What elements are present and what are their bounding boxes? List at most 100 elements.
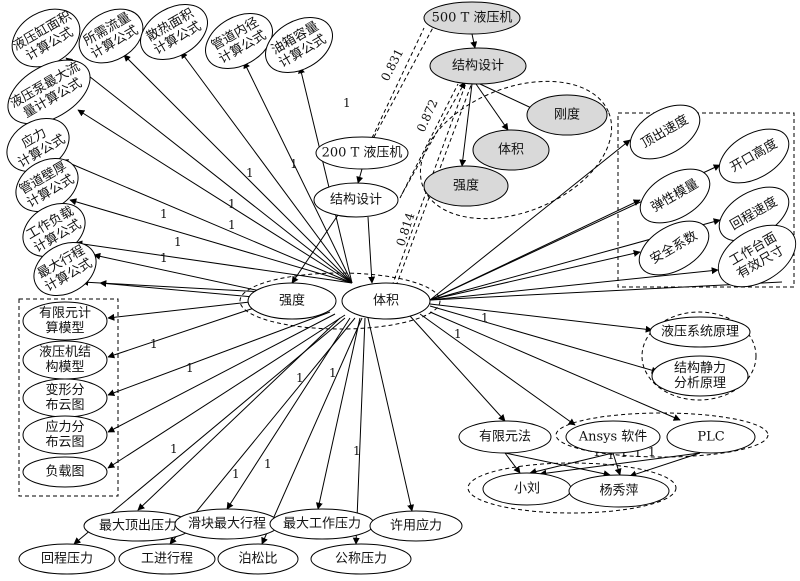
- edge-line: [419, 313, 576, 426]
- group-ellipse-500t: [419, 80, 613, 220]
- edge-weight-1: 1: [454, 327, 462, 341]
- node-hkzd[interactable]: 滑块最大行程: [174, 508, 280, 540]
- node-hcyl[interactable]: 回程压力: [18, 543, 116, 575]
- node-ellipse: [472, 129, 550, 171]
- node-ellipse: [638, 220, 710, 276]
- edge-line: [65, 57, 353, 284]
- edge-line: [429, 267, 719, 301]
- edge-line: [367, 317, 415, 512]
- group-box-right: [617, 112, 795, 288]
- edge-line: [429, 199, 641, 301]
- node-ellipse: [7, 59, 91, 125]
- node-label: 最大工作压力: [283, 517, 361, 532]
- node-ellipse: [205, 13, 273, 69]
- node-gd[interactable]: 刚度: [526, 94, 608, 136]
- node-label: 公称压力: [335, 552, 387, 567]
- edge-weight-1: 1: [343, 96, 351, 110]
- node-jgsj1[interactable]: 结构设计: [313, 182, 399, 218]
- edge-line: [629, 452, 701, 478]
- node-xl[interactable]: 小刘: [482, 472, 572, 506]
- edge-line: [243, 61, 353, 284]
- node-xyyl[interactable]: 许用应力: [369, 510, 463, 542]
- node-label: Ansys 软件: [578, 430, 648, 445]
- edge-weight-1: 1: [607, 448, 615, 462]
- edge-weight-1: 1: [481, 311, 489, 325]
- node-label: 体积: [373, 294, 399, 309]
- node-label: 刚度: [554, 107, 580, 123]
- node-200t[interactable]: 200 T 液压机: [315, 136, 409, 170]
- edge-line: [107, 311, 331, 397]
- edge-weight-1: 1: [160, 251, 168, 265]
- node-yyxt[interactable]: 液压系统原理: [649, 316, 751, 348]
- edge-weight-0872: 0.872: [414, 97, 441, 134]
- edge-weight-0814: 0.814: [394, 211, 418, 248]
- node-ellipse: [140, 4, 208, 60]
- edge-line: [73, 317, 346, 545]
- node-ellipse: [649, 316, 751, 348]
- edge-line: [99, 280, 266, 299]
- node-label: 泊松比: [238, 552, 277, 567]
- node-ellipse: [565, 420, 661, 454]
- node-ellipse: [310, 543, 412, 575]
- edge-weight-1: 1: [648, 445, 656, 459]
- node-plc[interactable]: PLC: [666, 420, 756, 454]
- edge-weight-1: 1: [160, 207, 168, 221]
- node-zdgz[interactable]: 最大工作压力: [269, 508, 375, 540]
- node-jgsj2[interactable]: 结构设计: [429, 47, 527, 85]
- node-aqxs[interactable]: 安全系数: [630, 210, 718, 286]
- edge-line: [315, 317, 361, 510]
- node-label: 构模型: [45, 360, 84, 375]
- node-gjxc[interactable]: 工进行程: [118, 543, 216, 575]
- edge-line: [356, 168, 364, 184]
- node-qd[interactable]: 强度: [247, 282, 337, 320]
- node-label: 结构设计: [330, 193, 382, 208]
- node-ansys[interactable]: Ansys 软件: [565, 420, 661, 454]
- node-500t[interactable]: 500 T 液压机: [423, 1, 521, 35]
- node-dcsd[interactable]: 顶出速度: [621, 94, 709, 170]
- edge-line: [429, 311, 681, 421]
- edge-line: [429, 305, 659, 374]
- node-label: 布云图: [45, 398, 84, 413]
- node-ellipse: [568, 474, 670, 508]
- edge-line: [93, 252, 266, 293]
- edge-line: [429, 249, 641, 301]
- node-label: 最大顶出压力: [99, 519, 177, 534]
- edge-weight-1: 1: [228, 218, 236, 232]
- node-fzt[interactable]: 负载图: [22, 456, 108, 488]
- node-yxyf[interactable]: 有限元法: [458, 420, 552, 454]
- node-zddc[interactable]: 最大顶出压力: [83, 510, 193, 542]
- node-yxp[interactable]: 杨秀萍: [568, 474, 670, 508]
- node-kkgd[interactable]: 开口高度: [710, 118, 798, 194]
- node-ellipse: [423, 165, 509, 207]
- node-tj[interactable]: 体积: [341, 282, 431, 320]
- node-ellipse: [429, 47, 527, 85]
- node-psb[interactable]: 泊松比: [217, 543, 299, 575]
- node-label: 负载图: [45, 465, 84, 480]
- node-tj2[interactable]: 体积: [472, 129, 550, 171]
- edge-line: [539, 452, 701, 477]
- edge-weight-1: 1: [634, 446, 642, 460]
- node-txml[interactable]: 弹性模量: [631, 158, 719, 234]
- edge-line: [429, 303, 653, 333]
- node-gcyl[interactable]: 公称压力: [310, 543, 412, 575]
- edge-line: [399, 83, 459, 199]
- node-label: 滑块最大行程: [188, 517, 266, 532]
- group-ellipse-principles: [641, 311, 757, 401]
- node-ellipse: [458, 420, 552, 454]
- node-label: 许用应力: [390, 518, 442, 534]
- node-label: 杨秀萍: [599, 484, 638, 499]
- edge-line: [459, 83, 473, 167]
- node-qd2[interactable]: 强度: [423, 165, 509, 207]
